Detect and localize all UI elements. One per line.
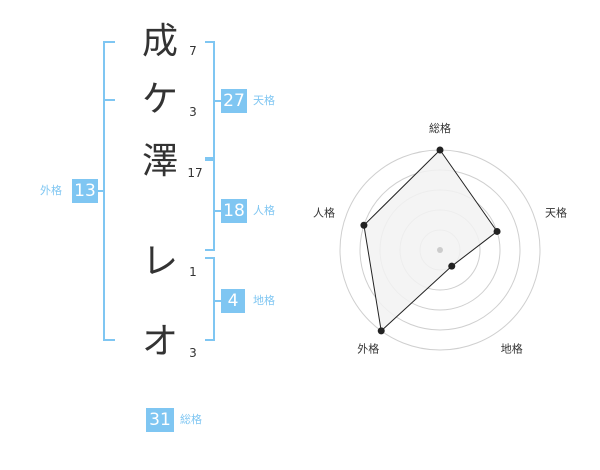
- stroke-count-1: 7: [189, 44, 197, 58]
- name-char-3: 澤: [141, 141, 178, 182]
- chikaku-value: 4: [221, 289, 245, 313]
- stroke-count-5: 3: [189, 346, 197, 360]
- radar-axis-label-1: 総格: [429, 121, 451, 135]
- radar-point-2: [493, 227, 501, 235]
- radar-point-1: [436, 146, 444, 154]
- name-char-2: ケ: [141, 79, 178, 120]
- soukaku-value: 31: [146, 408, 174, 432]
- tenkaku-label: 天格: [253, 94, 275, 107]
- radar-area: [363, 149, 498, 332]
- stroke-count-4: 1: [189, 265, 197, 279]
- chikaku-label: 地格: [253, 294, 275, 307]
- gaikaku-label: 外格: [40, 184, 62, 197]
- gaikaku-value: 13: [72, 179, 98, 203]
- radar-point-3: [448, 262, 456, 270]
- radar-axis-label-3: 地格: [501, 342, 523, 356]
- name-char-1: 成: [141, 21, 178, 62]
- jinkaku-bracket: [205, 159, 215, 251]
- jinkaku-label: 人格: [253, 204, 275, 217]
- radar-axis-label-5: 人格: [313, 205, 335, 219]
- tenkaku-value: 27: [221, 89, 247, 113]
- radar-axis-label-4: 外格: [357, 342, 379, 356]
- radar-center: [437, 247, 443, 253]
- name-char-4: レ: [141, 241, 178, 282]
- soukaku-label: 総格: [180, 413, 202, 426]
- stroke-count-2: 3: [189, 105, 197, 119]
- name-char-5: オ: [141, 321, 178, 362]
- stroke-count-3: 17: [187, 166, 203, 180]
- jinkaku-value: 18: [221, 199, 247, 223]
- radar-axis-label-2: 天格: [545, 205, 567, 219]
- chikaku-bracket: [205, 257, 215, 341]
- radar-point-4: [377, 327, 385, 335]
- radar-point-5: [360, 221, 368, 229]
